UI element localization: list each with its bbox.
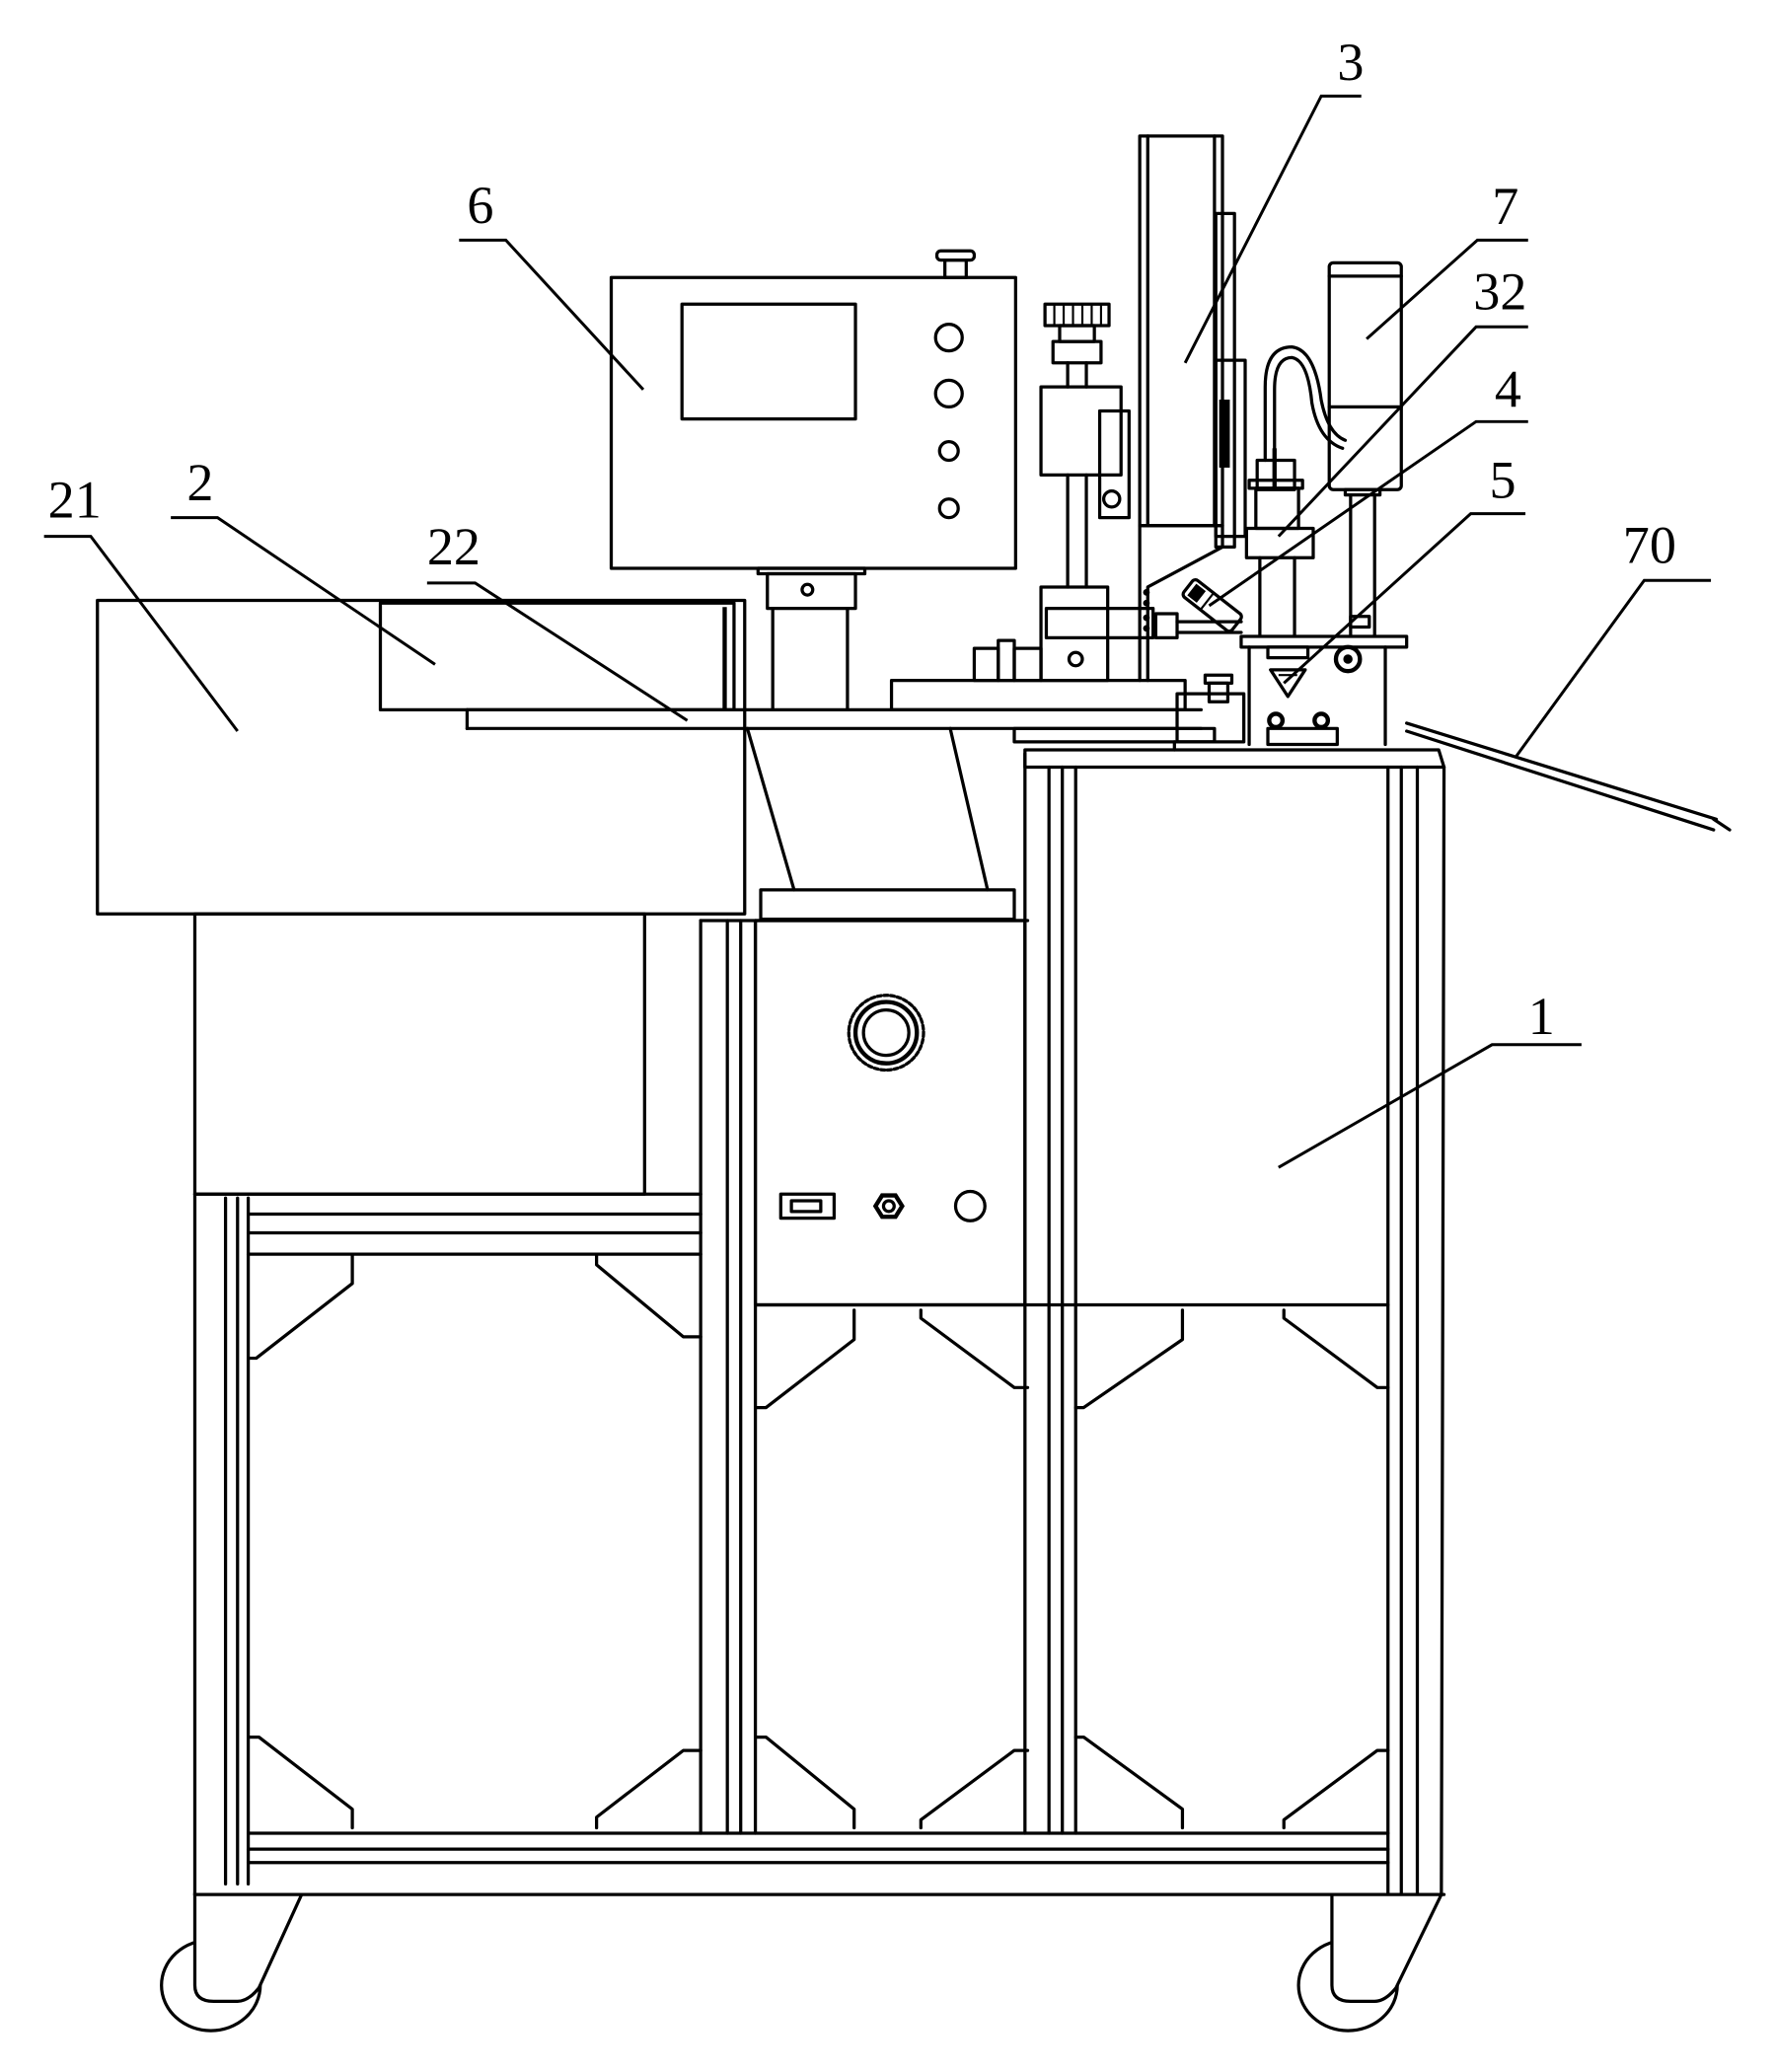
label-7: 7 (1492, 177, 1518, 236)
emergency-stop-icon (934, 249, 977, 279)
frame (160, 748, 1446, 2033)
control-button-3 (937, 439, 960, 463)
callout-22: 22 (427, 517, 689, 722)
frame-left-module (192, 1192, 703, 1896)
frame-middle-module (699, 919, 1390, 1835)
label-21: 21 (48, 471, 102, 530)
callout-4: 4 (1208, 359, 1528, 608)
control-button-4 (937, 497, 960, 520)
power-switch-icon (778, 1192, 837, 1221)
control-button-2 (933, 378, 964, 409)
feeder-inner-box (378, 601, 736, 712)
frame-bottom-rails (192, 1831, 1446, 1896)
discharge-chute (1405, 721, 1732, 832)
callout-1: 1 (1278, 987, 1582, 1169)
callout-70: 70 (1515, 516, 1712, 758)
label-70: 70 (1623, 516, 1676, 575)
supply-unit (1327, 260, 1403, 637)
frame-right-module (1023, 748, 1446, 1896)
callout-21: 21 (43, 471, 239, 732)
label-5: 5 (1490, 450, 1516, 509)
label-22: 22 (427, 517, 481, 576)
mechanism-table (889, 679, 1217, 752)
caster-left (160, 1892, 305, 2033)
label-32: 32 (1473, 262, 1526, 322)
vertical-unit (1138, 134, 1247, 683)
callout-6: 6 (459, 176, 645, 391)
control-button-1 (933, 322, 964, 353)
feeder-base (192, 912, 646, 1196)
height-adjuster (972, 302, 1155, 683)
callout-7: 7 (1366, 177, 1528, 340)
adjuster-knob-icon (1043, 302, 1111, 328)
electrical-panel (753, 919, 1027, 1307)
label-2: 2 (186, 453, 213, 512)
rotary-knob-icon (847, 994, 925, 1073)
sensor (1153, 578, 1243, 639)
label-4: 4 (1495, 359, 1521, 418)
work-head (1175, 615, 1409, 747)
feeder (96, 598, 1203, 1196)
callouts: 1 2 21 22 6 3 7 (43, 33, 1712, 1169)
label-3: 3 (1337, 33, 1364, 92)
label-1: 1 (1528, 987, 1555, 1046)
control-box (609, 249, 1017, 712)
callout-5: 5 (1283, 450, 1526, 685)
indicator-lamp-icon (953, 1189, 987, 1222)
connector-nut-icon (872, 1193, 905, 1220)
callout-2: 2 (171, 453, 436, 666)
control-screen (680, 302, 857, 421)
callout-3: 3 (1183, 33, 1364, 364)
feeder-hopper (96, 598, 747, 916)
callout-32: 32 (1277, 262, 1528, 538)
label-6: 6 (467, 176, 493, 235)
caster-right (1296, 1892, 1444, 2033)
